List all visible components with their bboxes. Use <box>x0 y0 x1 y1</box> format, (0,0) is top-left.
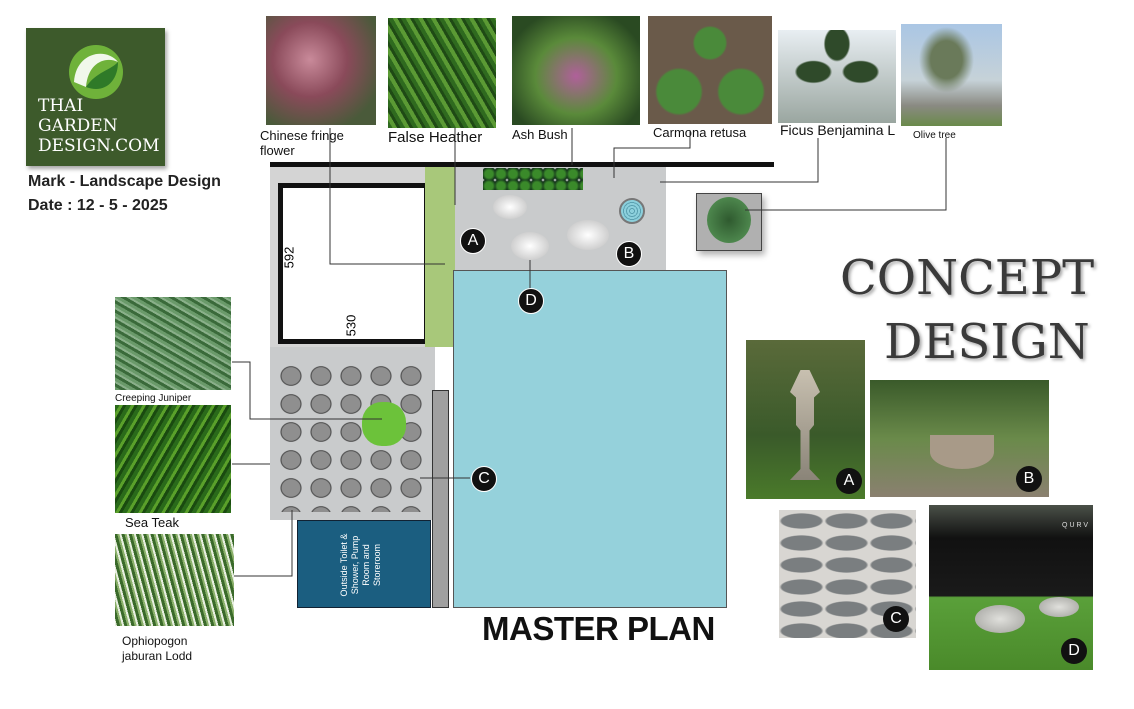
side-planting-strip <box>425 167 455 347</box>
label-line: Chinese fringe <box>260 128 344 143</box>
shrub-row <box>483 168 583 190</box>
logo-line-1: THAI <box>38 96 84 116</box>
side-wall <box>432 390 449 608</box>
photo-carmona-retusa <box>648 16 772 124</box>
boulder-seat <box>1039 597 1079 617</box>
photo-olive-tree <box>901 24 1002 126</box>
photo-chinese-fringe-flower <box>266 16 376 125</box>
marker-c: C <box>471 466 497 492</box>
logo-line-3: DESIGN.COM <box>38 136 160 156</box>
marker-a: A <box>460 228 486 254</box>
label-carmona-retusa: Carmona retusa <box>653 125 747 140</box>
concept-title-line-2: DESIGN <box>884 314 1090 370</box>
boulder <box>493 195 527 219</box>
water-basin <box>619 198 645 224</box>
boulder <box>511 232 549 260</box>
date-label: Date : 12 - 5 - 2025 <box>28 197 168 214</box>
boulder-seat <box>975 605 1025 633</box>
boundary-wall <box>270 162 774 167</box>
label-olive-tree: Olive tree <box>913 130 956 141</box>
label-line: Ophiopogon <box>122 634 188 648</box>
photo-false-heather <box>388 18 496 128</box>
label-ash-bush: Ash Bush <box>512 127 568 142</box>
photo-sea-teak <box>115 405 231 513</box>
label-creeping-juniper: Creeping Juniper <box>115 393 192 404</box>
photo-marker-d: D <box>1061 638 1087 664</box>
label-ficus-benjamina: Ficus Benjamina L <box>780 122 896 138</box>
lawn-patch <box>362 402 406 446</box>
label-chinese-fringe-flower: Chinese fringe flower <box>260 128 344 158</box>
label-sea-teak: Sea Teak <box>125 515 179 530</box>
master-plan-title: MASTER PLAN <box>482 610 715 647</box>
concept-photo-b-basin: B <box>870 380 1049 497</box>
label-line: jaburan Lodd <box>122 649 193 663</box>
photo-marker-b: B <box>1016 466 1042 492</box>
marker-d: D <box>518 288 544 314</box>
logo: THAI GARDEN DESIGN.COM <box>26 28 165 166</box>
boulder <box>567 220 609 250</box>
concept-photo-a-lantern: A <box>746 340 865 499</box>
service-room <box>297 520 431 608</box>
photo-marker-c: C <box>883 606 909 632</box>
label-line: flower <box>260 143 295 158</box>
photo-marker-a: A <box>836 468 862 494</box>
lantern-shape <box>790 370 820 480</box>
concept-photo-d-boulders: QURV D <box>929 505 1093 670</box>
label-ophiopogon: Ophiopogon jaburan Lodd <box>122 634 192 664</box>
label-false-heather: False Heather <box>388 129 483 146</box>
logo-line-2: GARDEN <box>38 116 118 136</box>
marker-b: B <box>616 241 642 267</box>
photo-ficus-benjamina <box>778 30 896 123</box>
concept-photo-c-stepping-stones: C <box>779 510 916 638</box>
photo-ash-bush <box>512 16 640 125</box>
photo-creeping-juniper <box>115 297 231 390</box>
concept-title-line-1: CONCEPT <box>840 250 1095 306</box>
photo-ophiopogon <box>115 534 234 626</box>
photo-brand-text: QURV <box>1062 522 1091 529</box>
olive-tree-symbol <box>707 197 751 243</box>
basin-shape <box>930 435 994 469</box>
leaf-icon <box>69 45 123 99</box>
pool <box>453 270 727 608</box>
client-title: Mark - Landscape Design <box>28 173 221 190</box>
